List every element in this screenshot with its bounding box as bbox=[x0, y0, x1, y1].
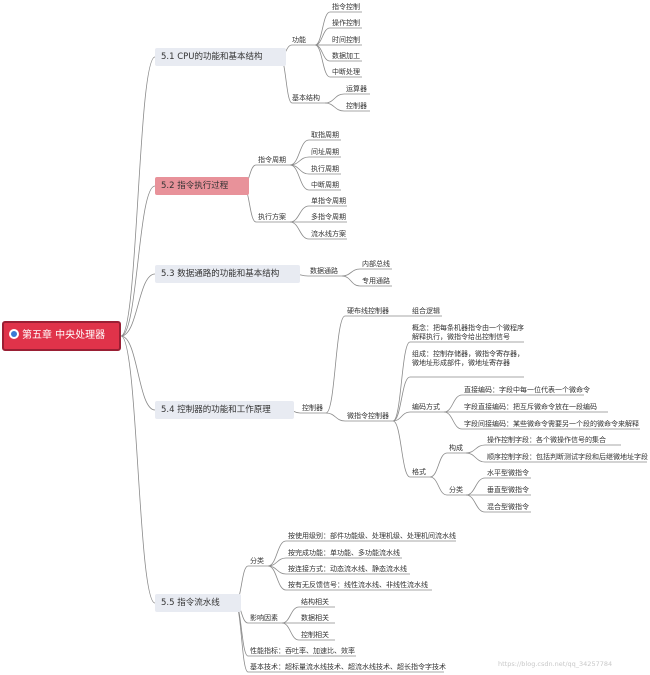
s5-perf: 性能指标：吞吐率、加速比、效率 bbox=[250, 647, 355, 655]
connector-line bbox=[314, 44, 331, 62]
connector-line bbox=[325, 315, 346, 414]
s4-classify-label: 分类 bbox=[449, 486, 463, 494]
s2-scheme-item: 流水线方案 bbox=[311, 230, 346, 238]
s5-cat-item: 按使用级别：部件功能级、处理机级、处理机间流水线 bbox=[288, 532, 456, 540]
s5-factor-item: 数据相关 bbox=[301, 614, 329, 622]
s1-func-item: 操作控制 bbox=[332, 19, 360, 27]
root-connector bbox=[120, 185, 156, 337]
s5-cat-item: 按有无反馈信号：线性流水线、非线性流水线 bbox=[288, 581, 428, 589]
section-5-2[interactable]: 5.2 指令执行过程 bbox=[155, 177, 249, 195]
mindmap-icon bbox=[9, 329, 19, 339]
root-label: 第五章 中央处理器 bbox=[22, 330, 106, 341]
s1-func-label: 功能 bbox=[292, 36, 306, 44]
s4-encoding-item: 字段直接编码：把互斥微命令放在一段编码 bbox=[464, 403, 597, 411]
s1-func-item: 时间控制 bbox=[332, 36, 360, 44]
s5-factor-item: 结构相关 bbox=[301, 598, 329, 606]
s2-cycle-item: 中断周期 bbox=[311, 181, 339, 189]
connector-line bbox=[341, 268, 361, 277]
section-5-1[interactable]: 5.1 CPU的功能和基本结构 bbox=[155, 48, 286, 66]
s4-composition2-item: 顺序控制字段：包括判断测试字段和后继微地址字段 bbox=[487, 453, 648, 461]
s4-encoding-item: 直接编码：字段中每一位代表一个微命令 bbox=[464, 386, 590, 394]
root-connector bbox=[120, 335, 156, 604]
s1-struct-item: 运算器 bbox=[346, 85, 367, 93]
connector-line bbox=[429, 476, 448, 496]
s1-func-item: 数据加工 bbox=[332, 52, 360, 60]
connector-line bbox=[465, 444, 486, 454]
s2-cycle-item: 执行周期 bbox=[311, 165, 339, 173]
s2-cycle-item: 间址周期 bbox=[311, 148, 339, 156]
watermark: https://blog.csdn.net/qq_34257784 bbox=[498, 660, 613, 668]
s2-scheme-label: 执行方案 bbox=[258, 213, 286, 221]
s4-encoding-item: 字段间接编码：某些微命令需要另一个段的微命令来解释 bbox=[464, 420, 639, 428]
connector-line bbox=[392, 411, 411, 422]
connector-line bbox=[341, 275, 361, 287]
s3-path-item: 专用通路 bbox=[362, 277, 390, 285]
s4-micro-label: 微指令控制器 bbox=[347, 412, 389, 420]
connector-line bbox=[465, 452, 486, 463]
connector-line bbox=[392, 341, 411, 422]
root-connector bbox=[120, 273, 156, 337]
connector-line bbox=[314, 44, 331, 78]
s4-composition: 组成：控制存储器，微指令寄存器，微地址形成部件，微地址寄存器 bbox=[412, 350, 524, 367]
s4-concept: 概念：把每条机器指令由一个微程序解释执行，微指令给出控制信号 bbox=[412, 324, 524, 341]
s1-struct-item: 控制器 bbox=[346, 102, 367, 110]
s3-path-item: 内部总线 bbox=[362, 260, 390, 268]
root-connector bbox=[120, 335, 156, 411]
s2-scheme-item: 多指令周期 bbox=[311, 213, 346, 221]
s5-tech: 基本技术：超标量流水线技术、超流水线技术、超长指令字技术 bbox=[250, 663, 446, 671]
connector-line bbox=[289, 221, 310, 240]
s4-classify-item: 水平型微指令 bbox=[487, 469, 529, 477]
s2-cycle-label: 指令周期 bbox=[258, 156, 286, 164]
connector-line bbox=[289, 164, 310, 191]
connector-line bbox=[392, 376, 411, 422]
s2-scheme-item: 单指令周期 bbox=[311, 197, 346, 205]
s5-factor-item: 控制相关 bbox=[301, 631, 329, 639]
connector-line bbox=[267, 557, 287, 567]
s3-path-label: 数据通路 bbox=[310, 267, 338, 275]
connector-line bbox=[465, 477, 486, 496]
s5-factor-label: 影响因素 bbox=[250, 614, 278, 622]
s4-ctrl-label: 控制器 bbox=[302, 404, 323, 412]
connector-line bbox=[325, 412, 346, 422]
connector-line bbox=[289, 156, 310, 166]
connector-line bbox=[267, 565, 287, 591]
s4-classify-item: 混合型微指令 bbox=[487, 503, 529, 511]
connector-line bbox=[392, 420, 411, 478]
connector-line bbox=[281, 622, 300, 641]
root-node[interactable]: 第五章 中央处理器 bbox=[2, 321, 121, 351]
section-5-4[interactable]: 5.4 控制器的功能和工作原理 bbox=[155, 401, 294, 419]
s5-cat-item: 按连接方式：动态流水线、静态流水线 bbox=[288, 565, 407, 573]
s2-cycle-item: 取指周期 bbox=[311, 131, 339, 139]
root-connector bbox=[120, 56, 156, 337]
section-5-5[interactable]: 5.5 指令流水线 bbox=[155, 594, 241, 612]
connector-line bbox=[443, 411, 463, 430]
s4-format-label: 格式 bbox=[412, 468, 426, 476]
connector-line bbox=[281, 606, 300, 624]
connector-line bbox=[314, 11, 331, 46]
connector-line bbox=[289, 205, 310, 223]
s4-hw-label: 硬布线控制器 bbox=[347, 307, 389, 315]
s1-struct-label: 基本结构 bbox=[292, 94, 320, 102]
section-5-3[interactable]: 5.3 数据通路的功能和基本结构 bbox=[155, 265, 300, 283]
connector-line bbox=[443, 394, 463, 413]
connector-line bbox=[465, 494, 486, 513]
s4-hw-child: 组合逻辑 bbox=[412, 307, 440, 315]
connector-line bbox=[324, 102, 345, 112]
connector-line bbox=[267, 540, 287, 567]
s4-encoding-label: 编码方式 bbox=[412, 403, 440, 411]
s4-composition2-label: 构成 bbox=[449, 444, 463, 452]
connector-line bbox=[429, 452, 448, 478]
s1-func-item: 中断处理 bbox=[332, 68, 360, 76]
s5-cat-item: 按完成功能：单功能、多功能流水线 bbox=[288, 549, 400, 557]
connector-line bbox=[289, 139, 310, 166]
s5-cat-label: 分类 bbox=[250, 557, 264, 565]
connector-line bbox=[324, 93, 345, 104]
s1-func-item: 指令控制 bbox=[332, 3, 360, 11]
s4-composition2-item: 操作控制字段：各个微操作信号的集合 bbox=[487, 436, 606, 444]
connector-line bbox=[314, 27, 331, 46]
s4-classify-item: 垂直型微指令 bbox=[487, 486, 529, 494]
